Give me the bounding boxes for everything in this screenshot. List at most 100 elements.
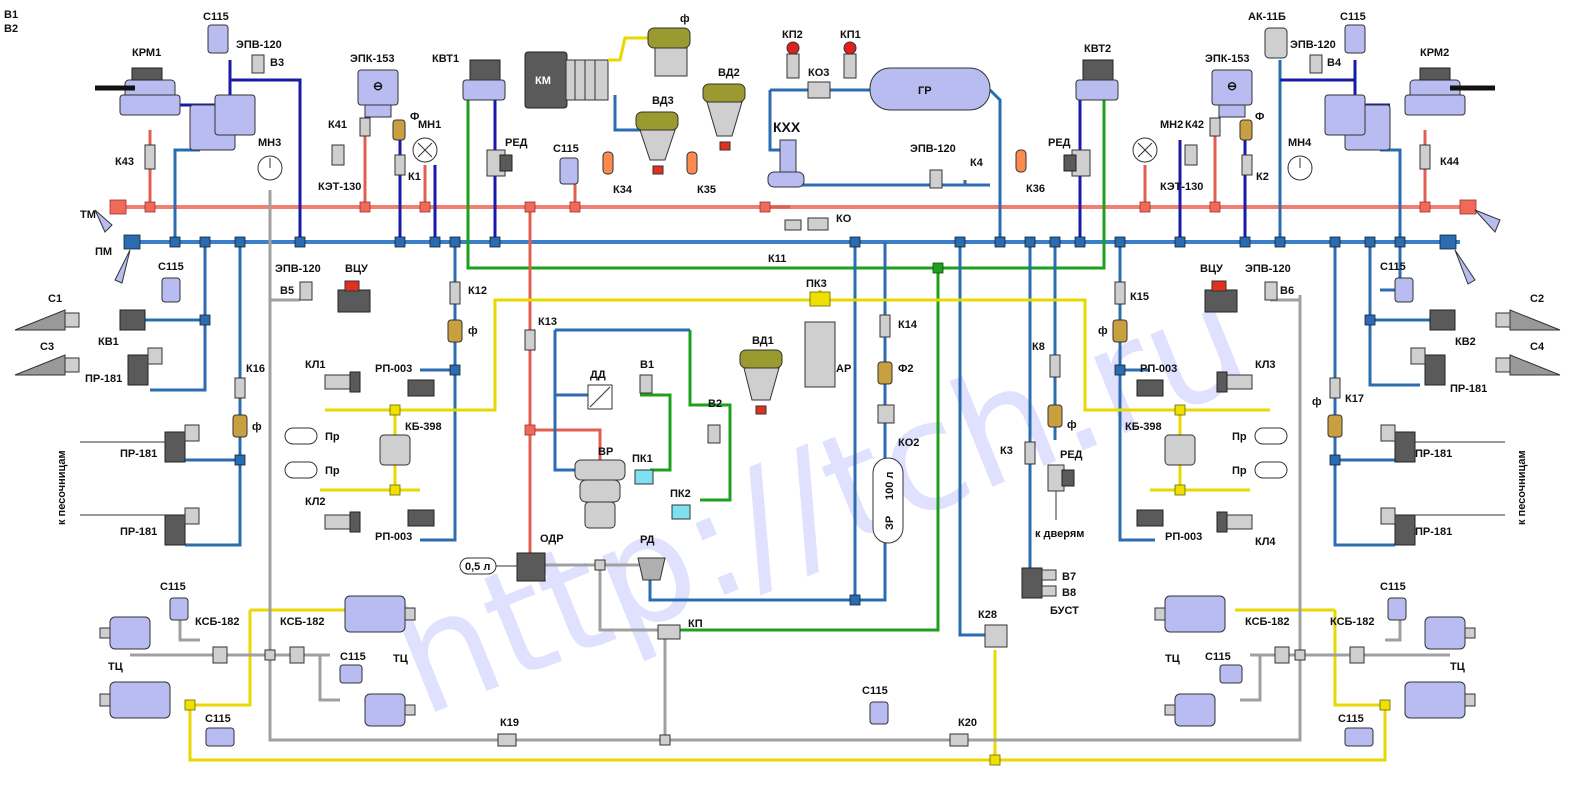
valve-rp003-l2[interactable]: РП-003 <box>375 509 435 543</box>
valve-k28[interactable]: К28 <box>978 609 1008 648</box>
valve-k16[interactable]: К16 <box>234 363 265 399</box>
filter-f-k15[interactable]: ф <box>1098 319 1128 343</box>
end-cock-pm-right[interactable] <box>1439 234 1476 285</box>
valve-pr181-l2[interactable]: ПР-181 <box>120 424 200 463</box>
sensor-dd[interactable]: ДД <box>587 369 613 410</box>
valve-ket130-right[interactable]: КЭТ-130 <box>1160 144 1203 193</box>
valve-epv120-center[interactable]: ЭПВ-120 К4 <box>910 143 984 189</box>
brake-cylinder-tc-left-top[interactable]: ТЦ <box>99 616 151 673</box>
valve-epv120-top-left[interactable]: ЭПВ-120 В3 <box>236 39 284 74</box>
valve-k43[interactable]: К43 <box>115 144 156 170</box>
distributor-vr[interactable]: ВР <box>574 446 626 529</box>
brake-cylinder-tc-center-left-bottom[interactable] <box>364 693 416 727</box>
valve-k1[interactable]: К1 <box>394 154 421 183</box>
valve-epv120-mid-left[interactable]: ЭПВ-120 В5 <box>275 263 321 301</box>
valve-pk1[interactable]: ПК1 <box>632 453 654 485</box>
valve-c115-right-kv[interactable]: С115 <box>1380 261 1414 303</box>
check-valve-ko3[interactable]: КО3 <box>807 67 831 99</box>
valve-pk3[interactable]: ПК3 <box>806 278 831 307</box>
valve-k42[interactable]: К42 <box>1185 117 1221 137</box>
main-reservoir-gr[interactable]: ГР <box>869 67 991 111</box>
drain-k34[interactable]: К34 <box>602 151 633 196</box>
valve-pr181-l1[interactable]: ПР-181 <box>85 347 163 386</box>
valve-k3[interactable]: К3 <box>1000 441 1036 465</box>
valve-kl3[interactable]: КЛ3 <box>1216 359 1276 393</box>
crane-kvt2[interactable]: КВТ2 <box>1075 43 1119 101</box>
valve-k17[interactable]: К17 <box>1329 377 1364 405</box>
horn-c3[interactable]: С3 <box>14 341 80 376</box>
horn-c4[interactable]: С4 <box>1495 341 1561 376</box>
valve-k20[interactable]: К20 <box>949 717 977 747</box>
safety-valve-kp1[interactable]: КП1 <box>840 29 861 79</box>
valve-ksb182-l1[interactable]: КСБ-182 <box>195 616 239 664</box>
valve-k12[interactable]: К12 <box>449 281 487 305</box>
separator-vd3[interactable]: ВД3 <box>635 95 679 175</box>
brake-cylinder-tc-left-bottom[interactable] <box>99 681 171 719</box>
reservoir-kxx[interactable]: КХХ <box>767 119 805 188</box>
valve-b2[interactable]: В2 <box>707 398 722 444</box>
reservoir-odr[interactable]: ОДР 0,5 л <box>459 533 564 582</box>
valve-vcu-left[interactable]: ВЦУ <box>337 263 371 313</box>
reservoir-ar[interactable]: АР <box>804 321 851 388</box>
valve-vcu-right[interactable]: ВЦУ <box>1200 263 1238 313</box>
valve-k13[interactable]: К13 <box>524 316 557 351</box>
compressor-km[interactable]: КМ <box>524 36 650 109</box>
valve-c115-bl-1[interactable]: С115 <box>160 581 189 621</box>
filter-f2[interactable]: Ф2 <box>877 361 914 385</box>
horn-c2[interactable]: С2 <box>1495 293 1561 331</box>
crane-kvt1[interactable]: КВТ1 <box>432 53 506 101</box>
valve-c115-top-right[interactable]: С115 <box>1340 11 1366 54</box>
pressure-switch-ak11b[interactable]: АК-11Б <box>1248 11 1288 59</box>
valve-kl4[interactable]: КЛ4 <box>1216 511 1276 548</box>
valve-ksb182-r1[interactable]: КСБ-182 <box>1245 616 1290 664</box>
crane-krm1[interactable]: КРМ1 <box>95 47 256 151</box>
separator-vd2[interactable]: ВД2 <box>702 67 746 151</box>
brake-cylinder-tc-center-right-top[interactable]: ТЦ <box>1154 595 1226 665</box>
end-cock-tm-right[interactable] <box>1459 199 1501 233</box>
drain-k35[interactable]: К35 <box>686 151 716 196</box>
brake-cylinder-tc-center-left-top[interactable]: ТЦ <box>344 595 416 665</box>
valve-c115-center-top[interactable]: С115 <box>553 143 579 185</box>
brake-cylinder-tc-right-top[interactable]: ТЦ <box>1424 616 1476 673</box>
valve-pr181-r2[interactable]: ПР-181 <box>1380 424 1452 463</box>
valve-bust[interactable]: В7 В8 БУСТ <box>1021 567 1079 617</box>
valve-c115-bottom[interactable]: С115 <box>862 685 889 725</box>
check-valve-ko2[interactable]: КО2 <box>877 404 919 449</box>
end-cock-tm-left[interactable]: ТМ <box>80 199 127 233</box>
valve-kb398-left[interactable]: КБ-398 <box>379 421 442 466</box>
separator-vd1[interactable]: ВД1 <box>739 335 783 415</box>
valve-c115-br-3[interactable]: С115 <box>1338 713 1374 747</box>
valve-rp003-l1[interactable]: РП-003 <box>375 363 435 397</box>
valve-kl1[interactable]: КЛ1 <box>305 359 361 393</box>
valve-pr181-r1[interactable]: ПР-181 <box>1410 347 1487 395</box>
filter-f-right[interactable]: Ф <box>1239 111 1264 141</box>
filter-f-k8[interactable]: ф <box>1047 404 1077 431</box>
valve-c115-bl-3[interactable]: С115 <box>205 713 235 747</box>
brake-cylinder-tc-right-bottom[interactable] <box>1404 681 1476 719</box>
valve-k2[interactable]: К2 <box>1241 154 1269 183</box>
valve-c115-br-2[interactable]: С115 <box>1205 651 1243 684</box>
valve-c115-top-left[interactable]: С115 <box>203 11 229 54</box>
reservoir-zr[interactable]: ЗР 100 л <box>872 457 904 544</box>
crane-krm2[interactable]: КРМ2 <box>1324 47 1495 151</box>
valve-k11[interactable]: К11 <box>768 219 802 265</box>
valve-kl2[interactable]: КЛ2 <box>305 496 361 533</box>
end-cock-pm-left[interactable]: ПМ <box>95 234 141 284</box>
valve-pr181-l3[interactable]: ПР-181 <box>120 507 200 546</box>
valve-c115-bl-2[interactable]: С115 <box>339 651 366 684</box>
reducer-red-left[interactable]: РЕД <box>486 137 528 177</box>
drain-k36[interactable]: К36 <box>1015 149 1045 195</box>
valve-epk153-right[interactable]: ⊖ ЭПК-153 <box>1205 53 1253 118</box>
brake-cylinder-tc-center-right-bottom[interactable] <box>1164 693 1216 727</box>
reducer-red-right[interactable]: РЕД <box>1048 137 1091 177</box>
filter-f-k12[interactable]: ф <box>447 319 478 343</box>
valve-pk2[interactable]: ПК2 <box>670 488 691 520</box>
horn-c1[interactable]: С1 <box>14 293 80 331</box>
filter-f-left[interactable]: Ф <box>392 111 419 141</box>
safety-valve-kp2[interactable]: КП2 <box>782 29 803 79</box>
valve-epv120-mid-right[interactable]: ЭПВ-120 В6 <box>1245 263 1294 301</box>
valve-kv1[interactable]: КВ1 <box>98 309 146 348</box>
check-valve-ko[interactable]: КО <box>807 213 852 231</box>
valve-pr181-r3[interactable]: ПР-181 <box>1380 507 1452 546</box>
valve-b1[interactable]: В1 <box>639 359 654 394</box>
